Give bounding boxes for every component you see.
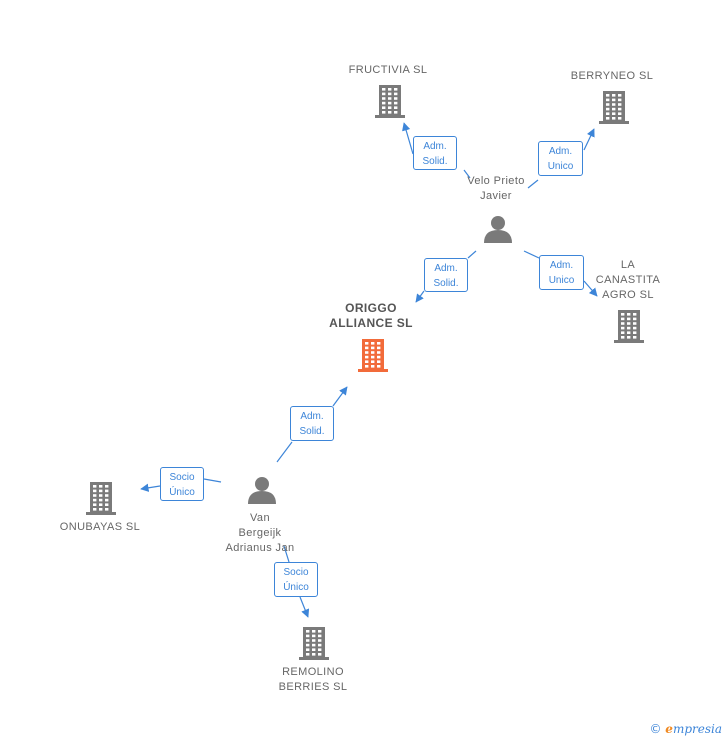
relation-label-van-origgo[interactable]: Adm. Solid. — [290, 406, 334, 441]
person-icon-velo[interactable] — [484, 216, 512, 243]
edge-van-origgo-tail — [276, 441, 293, 463]
edge-van-remolino-arrow — [299, 596, 310, 618]
building-icon-onubayas[interactable] — [86, 482, 116, 515]
relation-label-velo-fructivia[interactable]: Adm. Solid. — [413, 136, 457, 170]
node-label-remolino[interactable]: REMOLINO BERRIES SL — [278, 666, 348, 693]
relation-label-velo-berryneo[interactable]: Adm. Unico — [538, 141, 583, 176]
empresia-watermark: © empresia — [649, 722, 722, 736]
edge-velo-berryneo-tail — [527, 179, 539, 189]
building-icon-fructivia[interactable] — [375, 85, 405, 118]
building-icon-remolino[interactable] — [299, 627, 329, 660]
edge-velo-origgo-arrow — [415, 290, 425, 303]
relation-label-velo-canastita[interactable]: Adm. Unico — [539, 255, 584, 290]
edge-velo-fructivia-tail — [463, 169, 471, 179]
node-label-origgo[interactable]: ORIGGO ALLIANCE SL — [329, 301, 413, 330]
node-label-onubayas[interactable]: ONUBAYAS SL — [59, 521, 141, 533]
building-icon-berryneo[interactable] — [599, 91, 629, 124]
node-label-velo[interactable]: Velo Prieto Javier — [467, 175, 525, 202]
person-icon-van[interactable] — [248, 477, 276, 504]
relation-label-van-remolino[interactable]: Socio Único — [274, 562, 318, 597]
brand-initial: e — [665, 722, 673, 736]
copyright-symbol: © — [649, 722, 662, 736]
building-icon-canastita[interactable] — [614, 310, 644, 343]
edge-velo-fructivia-arrow — [402, 122, 414, 155]
edge-velo-berryneo-arrow — [583, 128, 595, 151]
edge-van-origgo-arrow — [332, 386, 348, 407]
edge-van-remolino-tail — [283, 545, 290, 563]
edge-van-onubayas-tail — [203, 478, 222, 483]
relation-label-velo-origgo[interactable]: Adm. Solid. — [424, 258, 468, 292]
brand-name: mpresia — [672, 722, 722, 736]
node-label-fructivia[interactable]: FRUCTIVIA SL — [348, 64, 428, 76]
edge-velo-canastita-tail — [523, 250, 540, 259]
edge-van-onubayas-arrow — [140, 483, 161, 492]
node-label-canastita[interactable]: LA CANASTITA AGRO SL — [595, 259, 661, 301]
node-label-berryneo[interactable]: BERRYNEO SL — [570, 70, 654, 82]
building-icon-origgo[interactable] — [358, 339, 388, 372]
node-label-van[interactable]: Van Bergeijk Adrianus Jan — [225, 512, 295, 554]
edge-velo-origgo-tail — [467, 250, 477, 259]
relation-label-van-onubayas[interactable]: Socio Único — [160, 467, 204, 501]
edge-velo-canastita-arrow — [583, 280, 598, 297]
